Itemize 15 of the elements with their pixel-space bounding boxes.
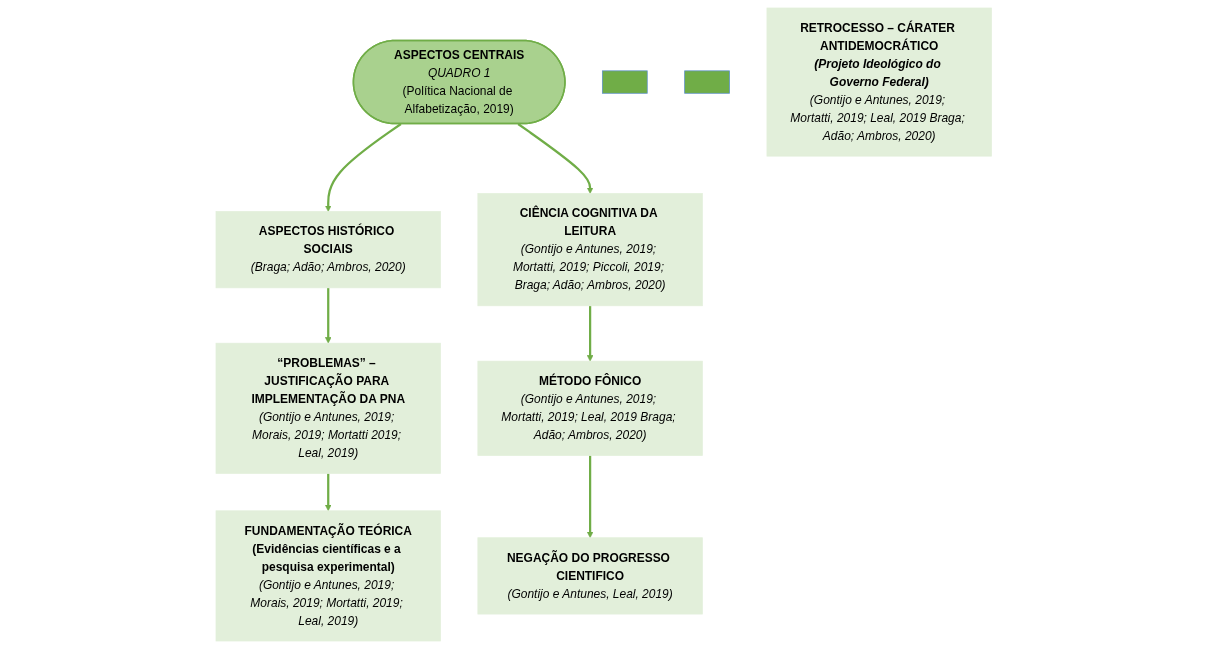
node-box: RETROCESSO – CÁRATER ANTIDEMOCRÁTICO (Projeto Ideológico do Governo Federal) (Gontijo e Antunes, 2019; Mortatti, 2019; Leal, 2019 Braga; Adão; Ambros, 2020): [766, 7, 993, 157]
arrow: [587, 305, 594, 362]
node-box: NEGAÇÃO DO PROGRESSO CIENTIFICO (Gontijo e Antunes, Leal, 2019): [477, 537, 703, 615]
arrow: [325, 473, 332, 512]
arrow: [517, 123, 594, 194]
arrow: [587, 455, 594, 539]
node-box: FUNDAMENTAÇÃO TEÓRICA (Evidências científicas e a pesquisa experimental) (Gontijo e Antunes, 2019; Morais, 2019; Mortatti, 2019; Leal, 2019): [215, 510, 442, 642]
node-box: ASPECTOS HISTÓRICO SOCIAIS (Braga; Adão; Ambros, 2020): [215, 211, 442, 289]
node-box: CIÊNCIA COGNITIVA DA LEITURA (Gontijo e Antunes, 2019; Mortatti, 2019; Piccoli, 2019; Braga; Adão; Ambros, 2020): [477, 193, 703, 307]
node-box: “PROBLEMAS” – JUSTIFICAÇÃO PARA IMPLEMENTAÇÃO DA PNA (Gontijo e Antunes, 2019; Morais, 2019; Mortatti 2019; Leal, 2019): [215, 342, 442, 474]
node-bar: [684, 70, 731, 94]
arrow: [325, 123, 402, 212]
node-bar: [602, 70, 648, 94]
arrow: [325, 287, 332, 344]
node-box: MÉTODO FÔNICO (Gontijo e Antunes, 2019; Mortatti, 2019; Leal, 2019 Braga; Adão; Ambros, 2020): [477, 360, 703, 456]
